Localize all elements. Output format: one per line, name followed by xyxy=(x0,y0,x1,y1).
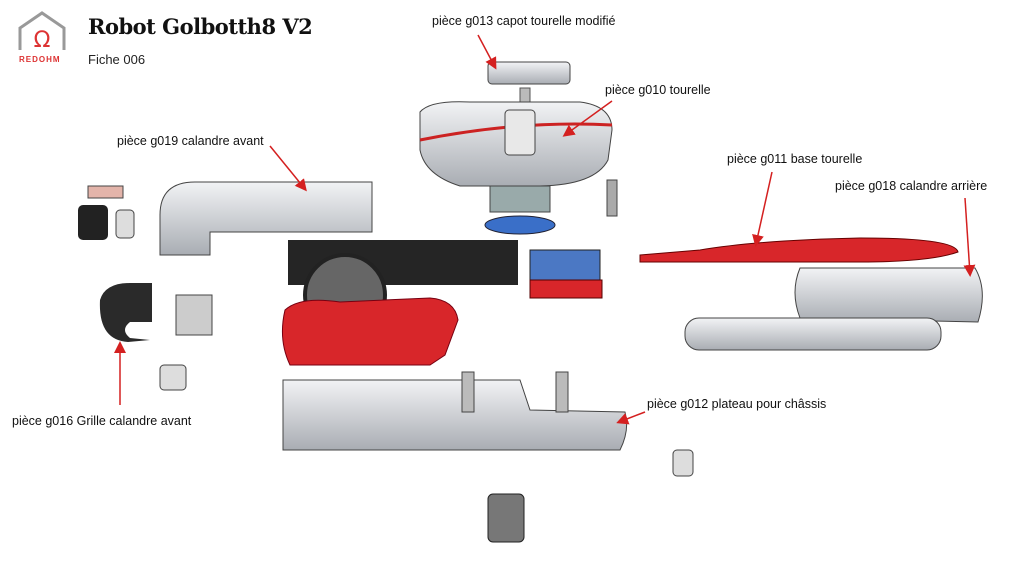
redohm-logo: Ω xyxy=(18,11,66,53)
part-rear-tube xyxy=(684,317,942,351)
part-g013 xyxy=(487,61,571,85)
page-title: Robot Golbotth8 V2 xyxy=(88,14,313,39)
part-g016 xyxy=(99,283,152,342)
logo-text: REDOHM xyxy=(19,55,61,64)
label-g010: pièce g010 tourelle xyxy=(605,83,711,97)
leader-arrows xyxy=(114,34,976,425)
part-board-red xyxy=(529,279,603,299)
part-g019 xyxy=(78,181,373,256)
label-g013: pièce g013 capot tourelle modifié xyxy=(432,14,616,28)
part-small xyxy=(159,364,187,391)
label-g019: pièce g019 calandre avant xyxy=(117,134,264,148)
part-g011 xyxy=(639,237,959,263)
label-g016: pièce g016 Grille calandre avant xyxy=(12,414,192,428)
label-g011: pièce g011 base tourelle xyxy=(727,152,863,166)
part-g018 xyxy=(794,267,983,323)
svg-text:Ω: Ω xyxy=(34,28,51,53)
label-g012: pièce g012 plateau pour châssis xyxy=(647,397,827,411)
part-red-frame xyxy=(281,297,459,366)
part-g012 xyxy=(282,371,694,543)
part-bracket xyxy=(175,294,213,336)
sheet-number: Fiche 006 xyxy=(88,52,146,67)
label-g018: pièce g018 calandre arrière xyxy=(835,179,988,193)
part-g010 xyxy=(419,87,618,235)
